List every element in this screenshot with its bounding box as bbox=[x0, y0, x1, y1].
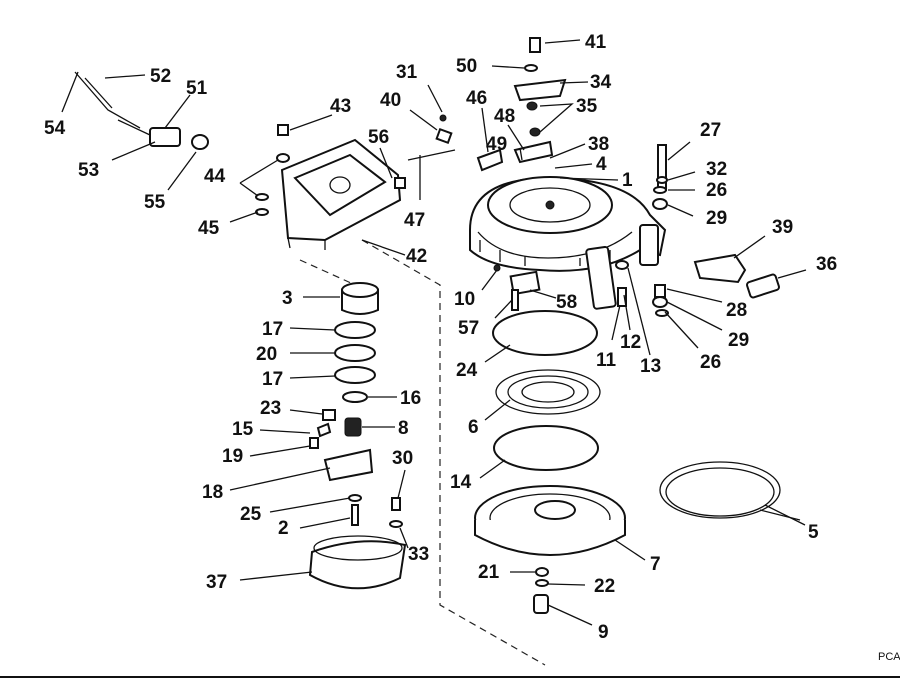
callout-5: 5 bbox=[808, 522, 819, 543]
right-parts-stack bbox=[474, 310, 626, 614]
callout-38: 38 bbox=[588, 134, 609, 155]
upper-small-parts bbox=[255, 37, 669, 317]
callout-40: 40 bbox=[380, 90, 401, 111]
callout-10: 10 bbox=[454, 289, 475, 310]
callout-21: 21 bbox=[478, 562, 500, 583]
callout-37: 37 bbox=[206, 572, 227, 593]
callout-36: 36 bbox=[816, 254, 837, 275]
callout-labels: 41 50 34 35 46 48 49 38 4 1 27 32 26 29 … bbox=[44, 32, 837, 643]
callout-58: 58 bbox=[556, 292, 577, 313]
callout-54: 54 bbox=[44, 118, 66, 139]
callout-29a: 29 bbox=[706, 208, 727, 229]
callout-26b: 26 bbox=[700, 352, 721, 373]
callout-23: 23 bbox=[260, 398, 281, 419]
callout-27: 27 bbox=[700, 120, 721, 141]
callout-8: 8 bbox=[398, 418, 409, 439]
callout-17b: 17 bbox=[262, 369, 283, 390]
callout-12: 12 bbox=[620, 332, 641, 353]
callout-30: 30 bbox=[392, 448, 413, 469]
callout-57: 57 bbox=[458, 318, 479, 339]
left-parts-stack bbox=[308, 282, 407, 590]
callout-51: 51 bbox=[186, 78, 208, 99]
callout-9: 9 bbox=[598, 622, 609, 643]
callout-42: 42 bbox=[406, 246, 427, 267]
callout-25: 25 bbox=[240, 504, 262, 525]
callout-31: 31 bbox=[396, 62, 418, 83]
callout-1: 1 bbox=[622, 170, 633, 191]
callout-13: 13 bbox=[640, 356, 661, 377]
callout-17a: 17 bbox=[262, 319, 283, 340]
callout-24: 24 bbox=[456, 360, 478, 381]
starter-rope bbox=[659, 461, 801, 521]
callout-2: 2 bbox=[278, 518, 289, 539]
callout-33: 33 bbox=[408, 544, 429, 565]
leader-lines bbox=[61, 39, 807, 626]
callout-3: 3 bbox=[282, 288, 293, 309]
callout-47: 47 bbox=[404, 210, 425, 231]
callout-44: 44 bbox=[204, 166, 226, 187]
callout-41: 41 bbox=[585, 32, 607, 53]
callout-34: 34 bbox=[590, 72, 612, 93]
callout-15: 15 bbox=[232, 419, 254, 440]
callout-4: 4 bbox=[596, 154, 607, 175]
callout-56: 56 bbox=[368, 127, 389, 148]
callout-43: 43 bbox=[330, 96, 351, 117]
callout-16: 16 bbox=[400, 388, 421, 409]
callout-6: 6 bbox=[468, 417, 479, 438]
callout-52: 52 bbox=[150, 66, 171, 87]
wire-connector bbox=[74, 71, 209, 150]
callout-35: 35 bbox=[576, 96, 598, 117]
callout-20: 20 bbox=[256, 344, 277, 365]
starter-housing bbox=[469, 176, 667, 310]
callout-32: 32 bbox=[706, 159, 727, 180]
callout-45: 45 bbox=[198, 218, 220, 239]
callout-11: 11 bbox=[596, 350, 617, 371]
callout-26a: 26 bbox=[706, 180, 727, 201]
callout-22: 22 bbox=[594, 576, 615, 597]
callout-7: 7 bbox=[650, 554, 661, 575]
callout-39: 39 bbox=[772, 217, 793, 238]
callout-14: 14 bbox=[450, 472, 472, 493]
callout-49: 49 bbox=[486, 134, 507, 155]
callout-18: 18 bbox=[202, 482, 223, 503]
callout-50: 50 bbox=[456, 56, 477, 77]
callout-53: 53 bbox=[78, 160, 99, 181]
callout-19: 19 bbox=[222, 446, 243, 467]
callout-29b: 29 bbox=[728, 330, 749, 351]
alignment-dashed-lines bbox=[299, 239, 546, 666]
callout-46: 46 bbox=[466, 88, 487, 109]
handle-bracket bbox=[280, 138, 402, 250]
callout-28: 28 bbox=[726, 300, 747, 321]
callout-48: 48 bbox=[494, 106, 515, 127]
callout-55: 55 bbox=[144, 192, 166, 213]
starter-handle bbox=[693, 253, 780, 299]
corner-code: PCA bbox=[878, 651, 900, 663]
